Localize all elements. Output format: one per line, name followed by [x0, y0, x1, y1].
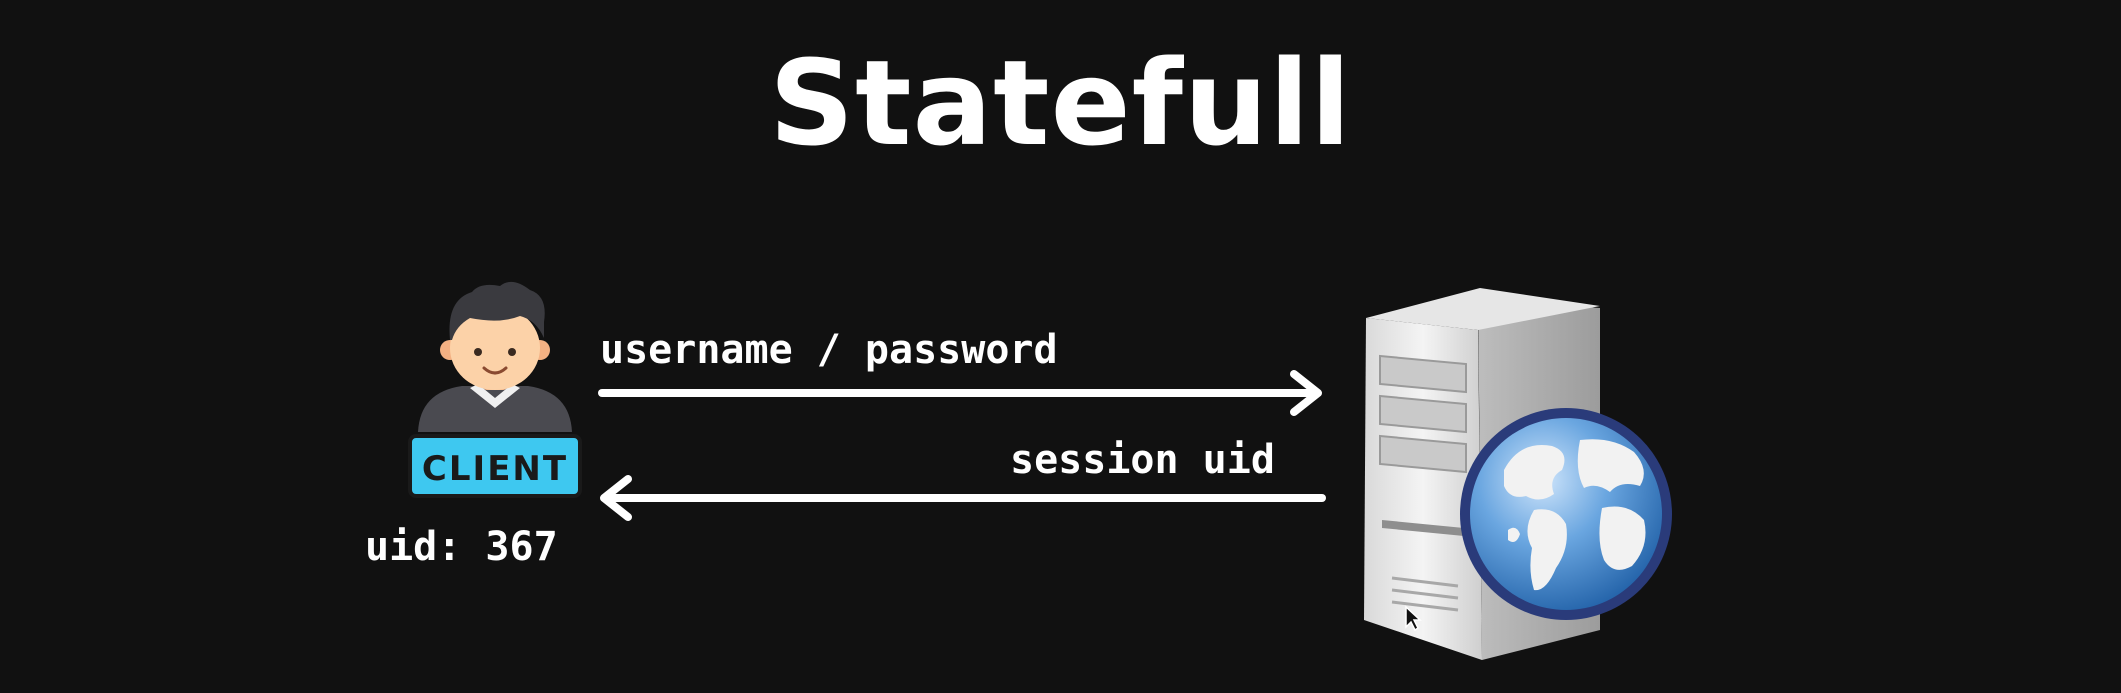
mouse-cursor-icon [1405, 605, 1422, 632]
client-tag-label: CLIENT [422, 449, 568, 489]
client-tag: CLIENT [408, 434, 582, 498]
response-arrow [600, 475, 1326, 521]
client-person-icon [418, 281, 572, 432]
request-label: username / password [600, 327, 1058, 373]
response-label: session uid [1010, 437, 1275, 483]
request-arrow [598, 370, 1322, 416]
globe-icon [1460, 408, 1672, 620]
client-uid-label: uid: 367 [365, 524, 558, 570]
page-title: Statefull [769, 34, 1352, 172]
